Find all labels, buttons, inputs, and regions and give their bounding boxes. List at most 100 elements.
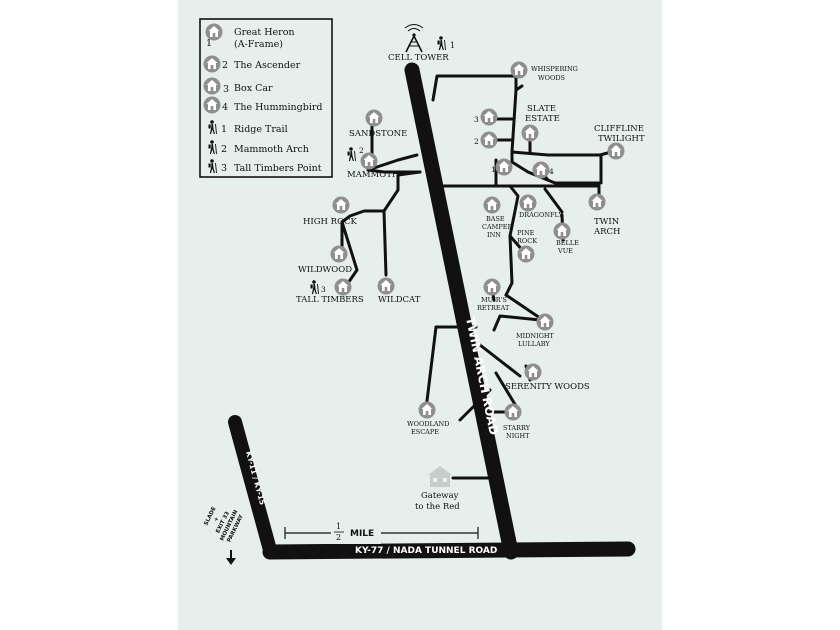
place-label: TWIN (594, 217, 620, 227)
place-label: WOODLAND (407, 420, 449, 428)
cabin-icon (203, 55, 221, 73)
arrow-down-icon (226, 550, 236, 565)
gateway: Gateway to the Red (415, 466, 460, 512)
cabin-icon (334, 278, 352, 296)
tower-label: CELL TOWER (388, 53, 449, 63)
legend-label: Ridge Trail (234, 124, 288, 135)
place-muirs-retreat: MUIR'S RETREAT (477, 278, 510, 312)
tower-trail-num: 1 (450, 41, 455, 50)
place-whispering-woods: WHISPERING WOODS (510, 61, 578, 82)
legend-label: The Hummingbird (234, 102, 323, 113)
place-label: HIGH ROCK (303, 217, 358, 227)
twin-arch-road (404, 62, 519, 560)
gateway-building-icon (428, 466, 452, 487)
legend-item-mammoth-arch: 2 Mammoth Arch (208, 139, 309, 155)
cabin-icon (377, 277, 395, 295)
cabin-icon (536, 313, 554, 331)
cabin-icon (480, 108, 498, 126)
legend-num: 4 (222, 102, 228, 113)
place-woodland-escape: WOODLAND ESCAPE (407, 401, 449, 436)
place-label: PINE (517, 229, 535, 237)
legend-item-the-ascender: 2 The Ascender (203, 55, 301, 73)
place-pine-rock: PINE ROCK (517, 229, 537, 263)
place-belle-vue: BELLE VUE (553, 222, 579, 255)
slate-cabin-1-num: 1 (491, 165, 496, 174)
legend-item-ridge-trail: 1 Ridge Trail (208, 119, 288, 135)
place-label: CLIFFLINE (594, 124, 644, 134)
cabin-icon (519, 194, 537, 212)
place-label-2: RETREAT (477, 304, 510, 312)
slate-cabin-3-num: 3 (474, 115, 479, 124)
place-label-2: ESTATE (525, 114, 560, 124)
place-label: MAMMOTH (347, 170, 399, 180)
direction-line-2: + (213, 516, 221, 523)
cell-tower: 1 CELL TOWER (388, 24, 455, 63)
place-label-3: INN (487, 231, 501, 239)
cabin-icon (365, 109, 383, 127)
scale-num: 1 (336, 522, 341, 531)
cabin-icon (607, 142, 625, 160)
gateway-label-2: to the Red (415, 502, 460, 512)
trail-num: 2 (359, 146, 364, 155)
legend-num: 2 (222, 60, 228, 71)
legend-num: 3 (221, 163, 227, 174)
place-label: SERENITY WOODS (505, 382, 590, 392)
cabin-icon (495, 158, 513, 176)
cell-tower-icon (404, 24, 424, 53)
place-slate-estate: 3 2 1 4 SLATE ESTATE (474, 104, 560, 179)
place-twin-arch: TWIN ARCH (588, 193, 620, 237)
place-label: MUIR'S (481, 296, 507, 304)
place-label: DRAGONFLY (519, 211, 563, 219)
cabin-icon (521, 124, 539, 142)
place-starry-night: STARRY NIGHT (503, 403, 531, 440)
place-label-2: WOODS (538, 74, 565, 82)
place-base-camper-inn: BASE CAMPER INN (482, 196, 513, 239)
cabin-icon (203, 96, 221, 114)
place-label: STARRY (503, 424, 531, 432)
legend-item-the-hummingbird: 4 The Hummingbird (203, 96, 323, 114)
ky77-road-label: KY-77 / NADA TUNNEL ROAD (355, 546, 497, 556)
cabin-icon (553, 222, 571, 240)
place-sandstone: SANDSTONE (349, 109, 407, 139)
place-wildwood: WILDWOOD (298, 245, 352, 275)
place-label-2: VUE (557, 247, 573, 255)
place-wildcat: WILDCAT (377, 277, 421, 305)
legend-num: 1 (221, 124, 227, 135)
cabin-icon (532, 161, 550, 179)
legend-label: Tall Timbers Point (234, 163, 322, 174)
cabin-icon (332, 196, 350, 214)
place-label-2: LULLABY (518, 340, 550, 348)
cabin-icon (330, 245, 348, 263)
legend-label: Mammoth Arch (234, 144, 309, 155)
place-label: BASE (486, 215, 505, 223)
place-label: WHISPERING (531, 65, 578, 73)
place-cliffline-twilight: CLIFFLINE TWILIGHT (594, 124, 645, 160)
place-label-2: ROCK (517, 237, 537, 245)
cabin-icon (418, 401, 436, 419)
cabin-icon (483, 278, 501, 296)
place-tall-timbers: 3 TALL TIMBERS (296, 278, 364, 305)
place-label: MIDNIGHT (516, 332, 555, 340)
cabin-icon (483, 196, 501, 214)
legend: 1 Great Heron (A-Frame) 2 The Ascender 3… (199, 18, 333, 178)
direction-note: SLADE + EXIT 33 MOUNTAIN PARKWAY (203, 506, 245, 544)
major-roads (228, 62, 636, 560)
place-label: WILDWOOD (298, 265, 352, 275)
place-label: SLATE (527, 104, 556, 114)
legend-label: Box Car (234, 83, 273, 94)
scale-den: 2 (336, 533, 341, 542)
cabin-icon (517, 245, 535, 263)
legend-label-2: (A-Frame) (234, 39, 283, 50)
legend-num: 2 (221, 144, 227, 155)
place-dragonfly: DRAGONFLY (519, 194, 563, 219)
legend-item-tall-timbers-point: 3 Tall Timbers Point (208, 158, 322, 174)
place-midnight-lullaby: MIDNIGHT LULLABY (516, 313, 555, 348)
legend-label: Great Heron (234, 27, 295, 38)
legend-item-great-heron: 1 Great Heron (A-Frame) (205, 23, 295, 50)
place-label: WILDCAT (378, 295, 421, 305)
cabin-icon (524, 363, 542, 381)
place-mammoth: 2 MAMMOTH (347, 146, 399, 180)
place-label: SANDSTONE (349, 129, 407, 139)
slate-cabin-4-num: 4 (549, 167, 554, 176)
